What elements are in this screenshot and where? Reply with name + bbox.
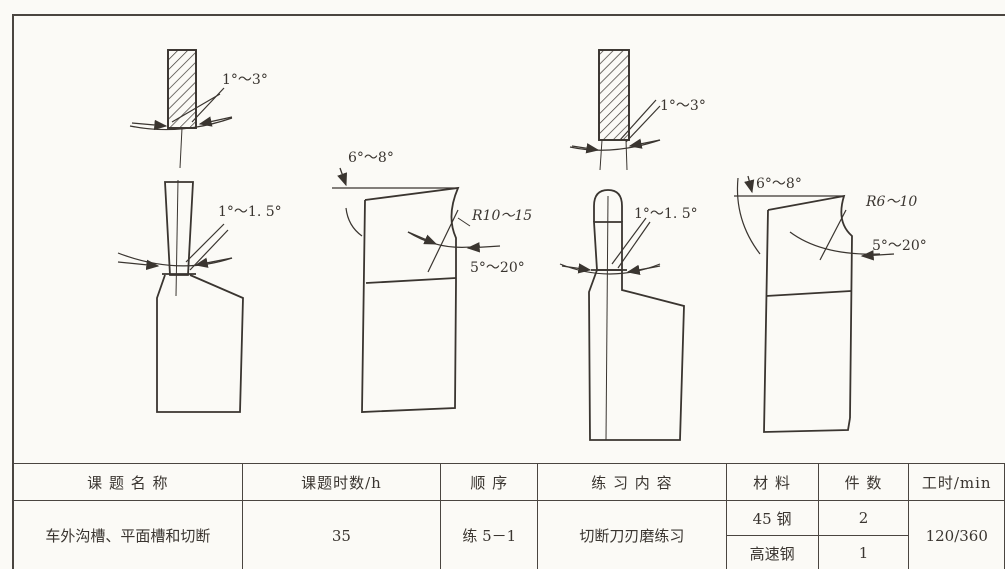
dimension-labels: 1°～3° 1°～1. 5° 6°～8° R10～15 5°～20° 1°～3°… [218, 72, 927, 276]
view-3-cutting-tool-front [559, 49, 685, 441]
cell-work-time: 120/360 [908, 500, 1005, 569]
cell-material-2: 高速钢 [725, 535, 819, 569]
label-c2: 1°～1. 5° [634, 206, 698, 222]
cell-material-1: 45 钢 [725, 500, 819, 536]
label-b1: 6°～8° [348, 150, 394, 166]
header-content: 练 习 内 容 [537, 463, 727, 501]
drawing-frame [12, 14, 1005, 569]
cell-course-name: 车外沟槽、平面槽和切断 [13, 500, 243, 569]
header-course-hours: 课题时数/h [241, 463, 442, 501]
header-quantity: 件 数 [817, 463, 910, 501]
cell-course-hours: 35 [241, 500, 442, 569]
label-c1: 1°～3° [660, 98, 706, 114]
title-block-table: 课 题 名 称 课题时数/h 顺 序 练 习 内 容 材 料 件 数 工时/mi… [13, 463, 1005, 569]
cell-quantity-1: 2 [817, 500, 910, 536]
label-d3: 5°～20° [872, 238, 927, 254]
view-1-cutting-tool-front [117, 49, 244, 413]
header-work-time: 工时/min [908, 463, 1005, 501]
cell-content: 切断刀刃磨练习 [537, 500, 727, 569]
technical-drawing: 1°～3° 1°～1. 5° 6°～8° R10～15 5°～20° 1°～3°… [117, 49, 927, 441]
view-4-cutting-tool-side [734, 175, 895, 433]
label-d2: R6～10 [865, 194, 917, 210]
cell-quantity-2: 1 [817, 535, 910, 569]
label-d1: 6°～8° [756, 176, 802, 192]
header-course-name: 课 题 名 称 [13, 463, 243, 501]
label-a2: 1°～1. 5° [218, 204, 282, 220]
header-material: 材 料 [725, 463, 819, 501]
header-order: 顺 序 [440, 463, 539, 501]
cell-order: 练 5－1 [440, 500, 539, 569]
label-b3: 5°～20° [470, 260, 525, 276]
label-a1: 1°～3° [222, 72, 268, 88]
label-b2: R10～15 [471, 208, 532, 224]
view-2-cutting-tool-side [332, 167, 501, 413]
